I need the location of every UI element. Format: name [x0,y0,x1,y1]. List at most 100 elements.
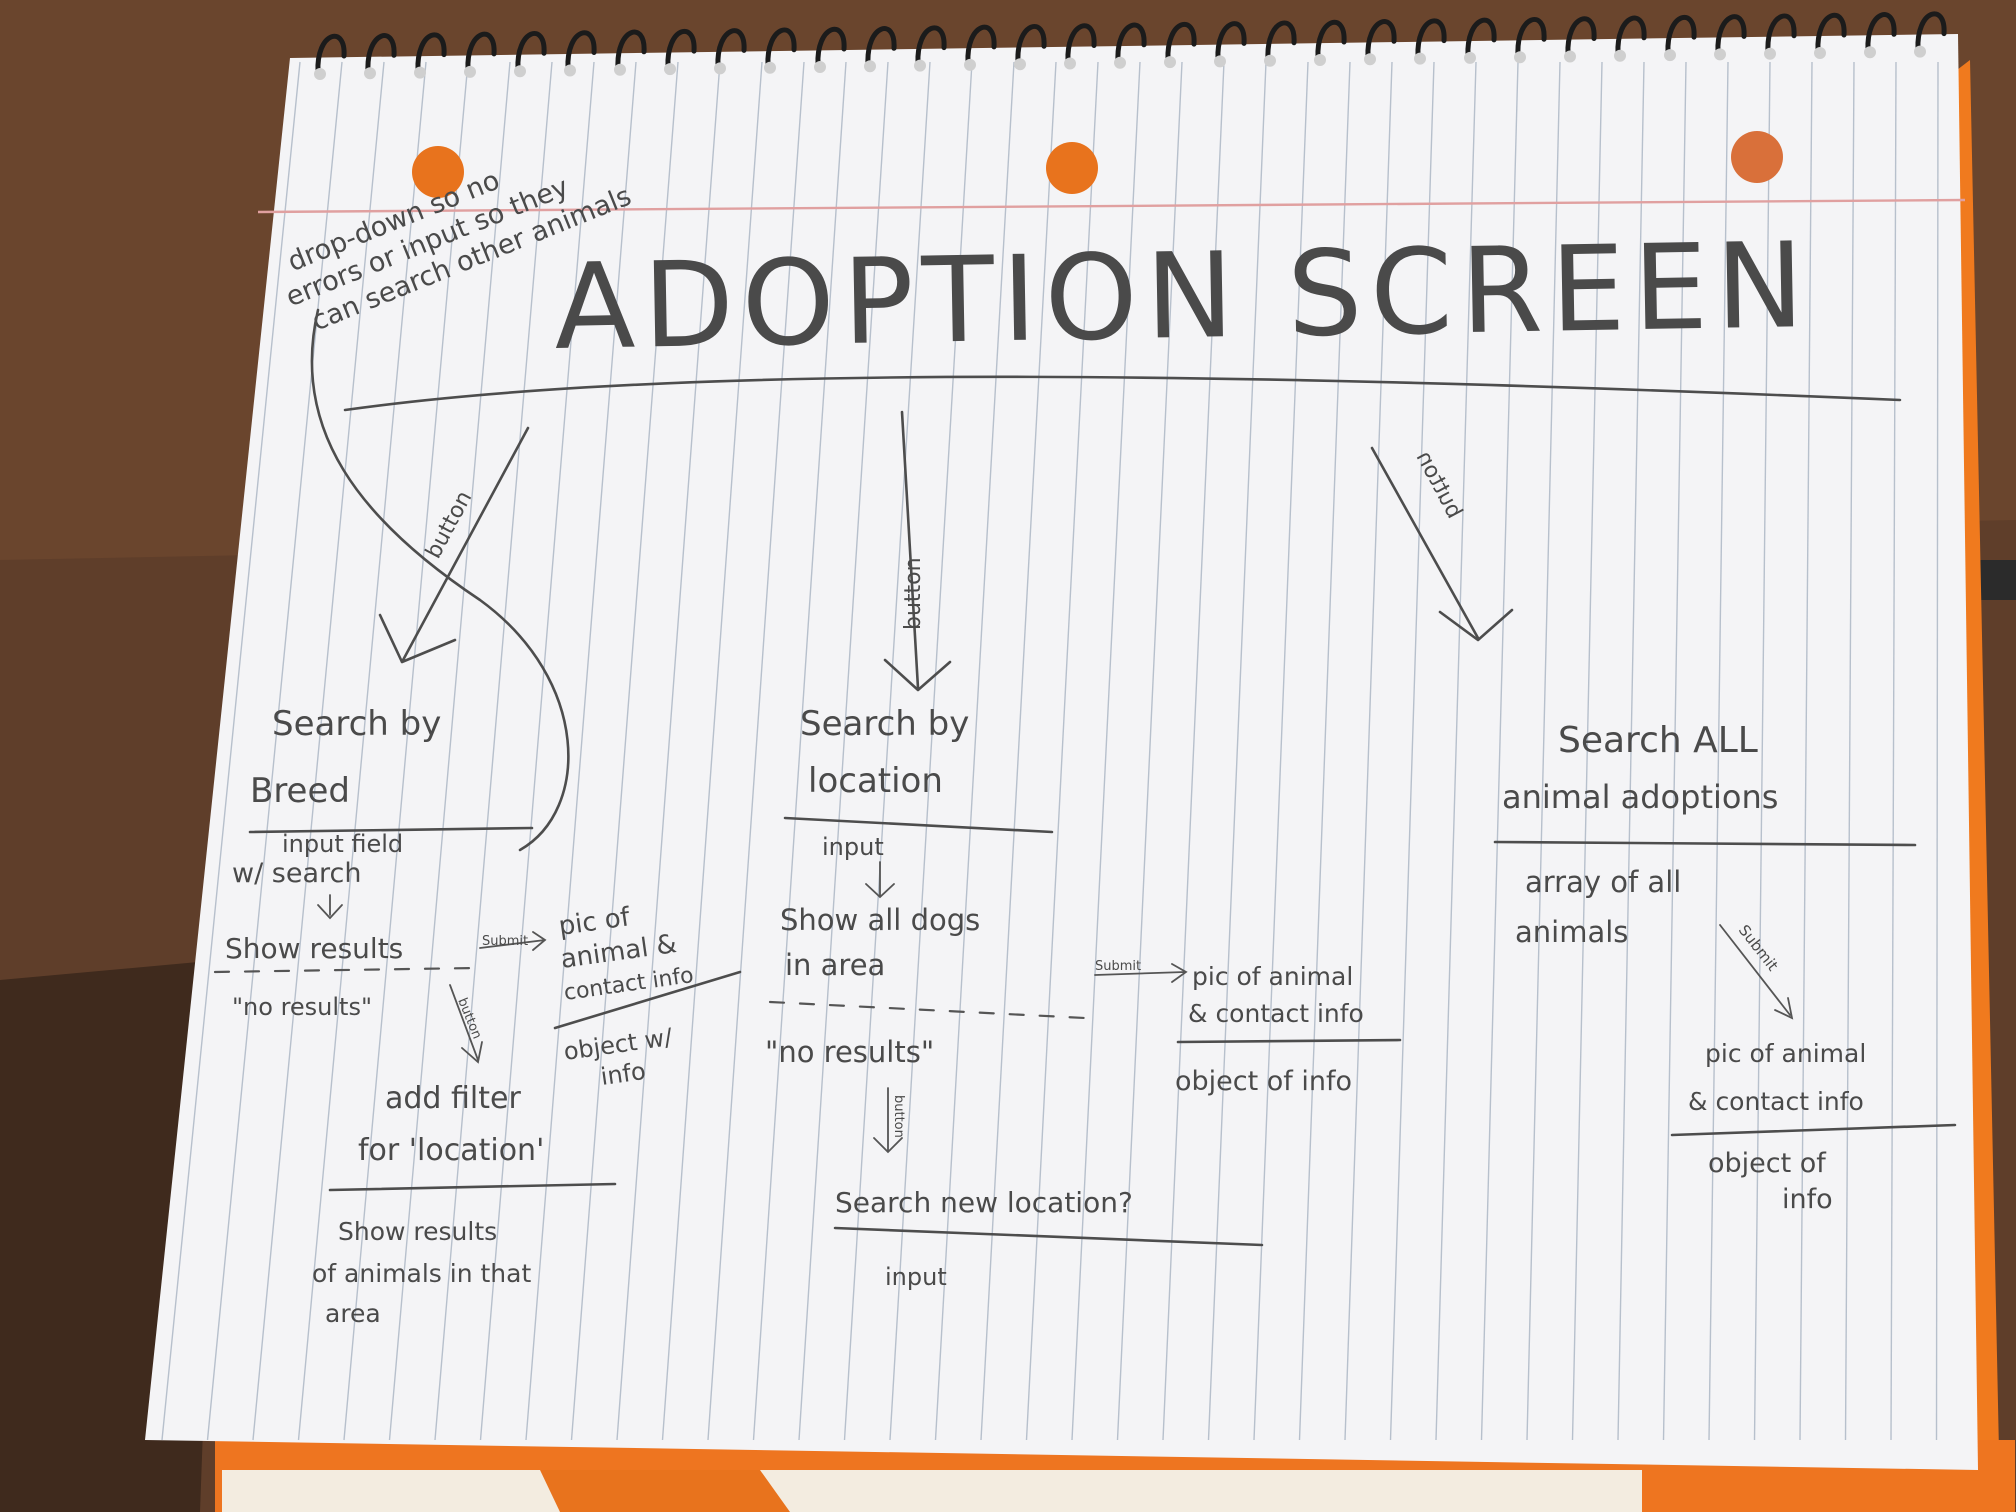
arrow-to-all [1370,446,1514,642]
location-new-location: Search new location? [835,1186,1133,1219]
spiral-hole [1664,49,1676,62]
spiral-hole [964,58,976,71]
binder-holes [412,131,1783,198]
spiral-hole [1714,48,1726,61]
all-pic-line-1: pic of animal [1705,1039,1866,1068]
breed-submit-arrow [479,931,547,951]
spiral-hole [714,62,726,75]
breed-submit-label: Submit [482,934,528,949]
location-show-line-2: in area [785,948,885,982]
spiral-coil [515,31,547,72]
location-no-results: "no results" [765,1035,934,1069]
location-pic-line-2: & contact info [1188,999,1364,1028]
rule-line [525,61,637,1441]
rule-line [798,61,889,1441]
binder-hole [1046,142,1098,194]
spiral-coil [1915,11,1947,53]
breed-filter-line-2: for 'location' [358,1133,544,1168]
rule-line [1799,61,1813,1441]
location-new-button-label: button [891,1095,906,1138]
spiral-coil [1465,17,1497,59]
rule-line [479,61,595,1441]
spiral-hole [1914,45,1926,58]
spiral-hole [1214,55,1226,68]
rule-line [1753,61,1771,1441]
rule-line [1708,61,1729,1441]
all-array-line-1: array of all [1525,865,1681,899]
location-title-line-1: Search by [800,704,969,744]
spiral-hole [864,60,876,73]
spiral-binding [314,11,1947,80]
all-pic-line-2: & contact info [1688,1087,1864,1116]
breed-filter-arrow [449,984,483,1064]
spiral-hole [564,64,576,77]
spiral-coil [1215,21,1247,62]
rule-line [161,61,301,1441]
spiral-hole [514,65,526,78]
rule-line [1526,61,1561,1441]
spiral-coil [1865,12,1897,53]
spiral-hole [1564,50,1576,63]
ruled-lines [161,61,1939,1441]
rule-line [934,61,1015,1441]
all-title-line-2: animal adoptions [1502,778,1778,816]
rule-line [1435,61,1477,1441]
spiral-coil [615,29,647,71]
rule-line [1344,61,1393,1441]
spiral-hole [814,61,826,73]
location-submit-label: Submit [1095,959,1141,974]
spiral-hole [914,59,926,72]
rule-line [1162,61,1225,1441]
breed-title-line-2: Breed [250,771,350,811]
rule-line [843,61,931,1441]
rule-line [1662,61,1687,1441]
spiral-hole [1064,57,1076,70]
rule-line [570,61,679,1441]
spiral-hole [1364,53,1376,66]
location-input: input [822,833,884,861]
spiral-coil [1415,18,1447,60]
breed-show-results: Show results [225,932,403,965]
location-input-2: input [885,1263,947,1291]
breed-filter-line-1: add filter [385,1081,521,1116]
all-pic-underline [1670,1123,1957,1137]
spiral-hole [614,63,626,76]
rule-line [1480,61,1519,1441]
location-obj: object of info [1175,1066,1352,1097]
spiral-hole [664,63,676,76]
rule-line [661,61,763,1441]
spiral-coil [765,27,797,69]
spiral-coil [1365,19,1397,60]
rule-line [297,61,427,1441]
spiral-coil [315,33,347,75]
all-obj-line-1: object of [1708,1148,1827,1179]
spiral-coil [1115,22,1147,64]
spiral-hole [1464,51,1476,64]
rule-line [980,61,1057,1441]
rule-line [1207,61,1267,1441]
spiral-coil [365,33,397,74]
arrow-down-small [317,894,343,920]
location-down-arrow [865,861,895,899]
spiral-hole [1414,52,1426,65]
spiral-coil [565,30,597,71]
rule-line [1071,61,1141,1441]
location-submit-arrow [1094,963,1188,983]
breed-area-line-3: area [325,1299,381,1328]
arrow-to-location [883,410,952,692]
rule-line [707,61,805,1441]
spiral-coil [815,26,847,68]
all-title-line-1: Search ALL [1558,720,1758,761]
spiral-coil [965,24,997,66]
spiral-hole [1614,49,1626,62]
button-label-location: button [901,557,926,630]
spiral-hole [1264,54,1276,67]
spiral-coil [1265,20,1297,62]
rule-line [1571,61,1603,1441]
title-underline [343,375,1902,412]
rule-line [889,61,973,1441]
spiral-hole [1164,56,1176,69]
rule-line [1025,61,1099,1441]
spiral-hole [464,65,476,78]
